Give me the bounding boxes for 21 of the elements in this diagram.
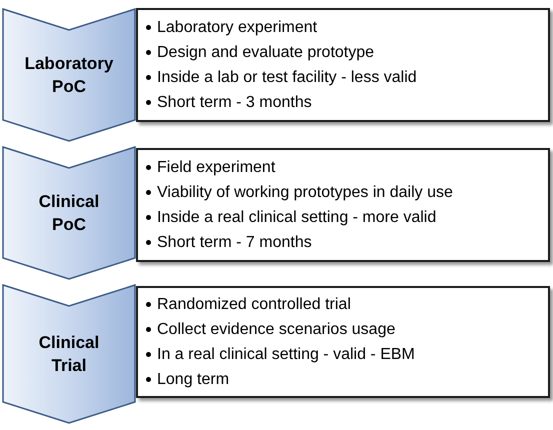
- description-box: [136, 8, 550, 122]
- chevron-shape: [2, 8, 136, 142]
- bullet-text: Short term - 3 months: [157, 93, 312, 113]
- bullet-text: Inside a lab or test facility - less valid: [157, 68, 417, 88]
- bullet-text: Inside a real clinical setting - more valid: [157, 208, 436, 228]
- stage-title: Clinical PoC: [38, 191, 100, 236]
- bullet-text: Randomized controlled trial: [157, 295, 351, 315]
- description-box: [136, 286, 550, 398]
- description-box: [136, 148, 550, 262]
- chevron-shape: [2, 284, 136, 424]
- chevron-shape: [2, 146, 136, 280]
- bullet-text: Collect evidence scenarios usage: [157, 320, 396, 340]
- bullet-text: Field experiment: [157, 158, 276, 178]
- stage-title: Laboratory PoC: [24, 53, 114, 98]
- bullet-text: Design and evaluate prototype: [157, 43, 374, 63]
- bullet-text: Long term: [157, 370, 230, 390]
- bullet-text: Viability of working prototypes in daily use: [157, 183, 453, 203]
- bullet-text: Short term - 7 months: [157, 233, 312, 253]
- bullet-text: In a real clinical setting - valid - EBM: [157, 345, 415, 365]
- bullet-text: Laboratory experiment: [157, 18, 318, 38]
- stage-title: Clinical Trial: [38, 332, 100, 377]
